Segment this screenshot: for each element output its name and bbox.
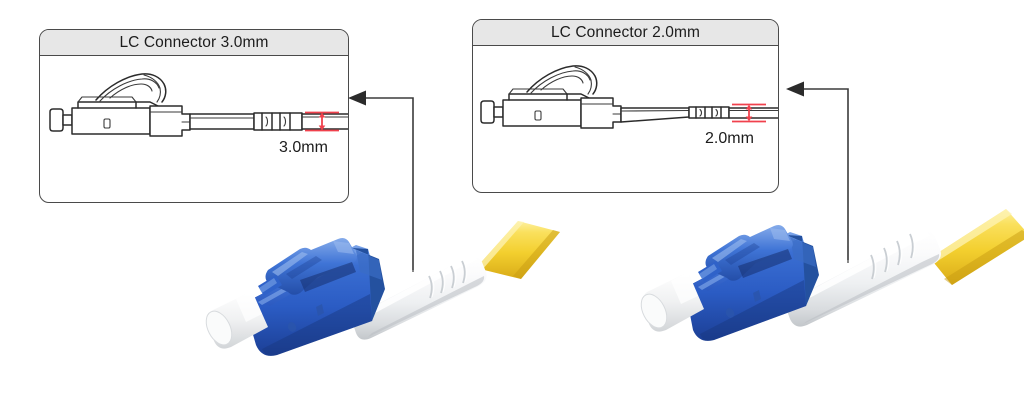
right-latch <box>698 225 793 282</box>
left-latch <box>258 238 357 296</box>
callout-header-left: LC Connector 3.0mm <box>40 30 348 56</box>
callout-header-right: LC Connector 2.0mm <box>473 20 778 46</box>
right-boot-rings <box>870 233 914 280</box>
leader-right <box>786 81 849 260</box>
right-boot <box>785 230 941 327</box>
callout-box-right: LC Connector 2.0mm <box>472 19 779 193</box>
right-cable-shadow <box>944 230 1024 285</box>
callout-body-right: 2.0mm <box>473 46 778 192</box>
callout-body-left: 3.0mm <box>40 56 348 202</box>
arrowhead-left-icon <box>348 90 366 106</box>
right-cable-highlight <box>930 209 1012 262</box>
arrowhead-right-icon <box>786 81 804 97</box>
left-housing-slot <box>316 304 324 316</box>
dimension-label-right: 2.0mm <box>705 130 754 147</box>
left-cable <box>476 221 560 279</box>
left-boot-rings <box>428 260 466 299</box>
callout-title-right: LC Connector 2.0mm <box>550 23 701 41</box>
right-cable <box>930 209 1024 285</box>
callout-title-left: LC Connector 3.0mm <box>119 33 269 51</box>
dimension-label-left: 3.0mm <box>279 139 328 156</box>
left-cable-shadow <box>513 230 560 279</box>
right-ferrule <box>640 272 704 332</box>
left-boot <box>352 256 487 340</box>
left-ferrule <box>205 291 268 349</box>
leader-left <box>348 90 414 270</box>
left-connector-group <box>205 221 560 356</box>
right-housing-slot <box>753 290 761 302</box>
lc-connector-3mm-line-drawing <box>49 73 348 137</box>
left-cable-highlight <box>476 221 524 270</box>
lc-connector-2mm-line-drawing <box>480 65 778 129</box>
callout-box-left: LC Connector 3.0mm <box>39 29 349 203</box>
right-housing-hole <box>725 308 735 318</box>
right-connector-group <box>640 209 1024 341</box>
left-housing-hole <box>287 322 297 332</box>
